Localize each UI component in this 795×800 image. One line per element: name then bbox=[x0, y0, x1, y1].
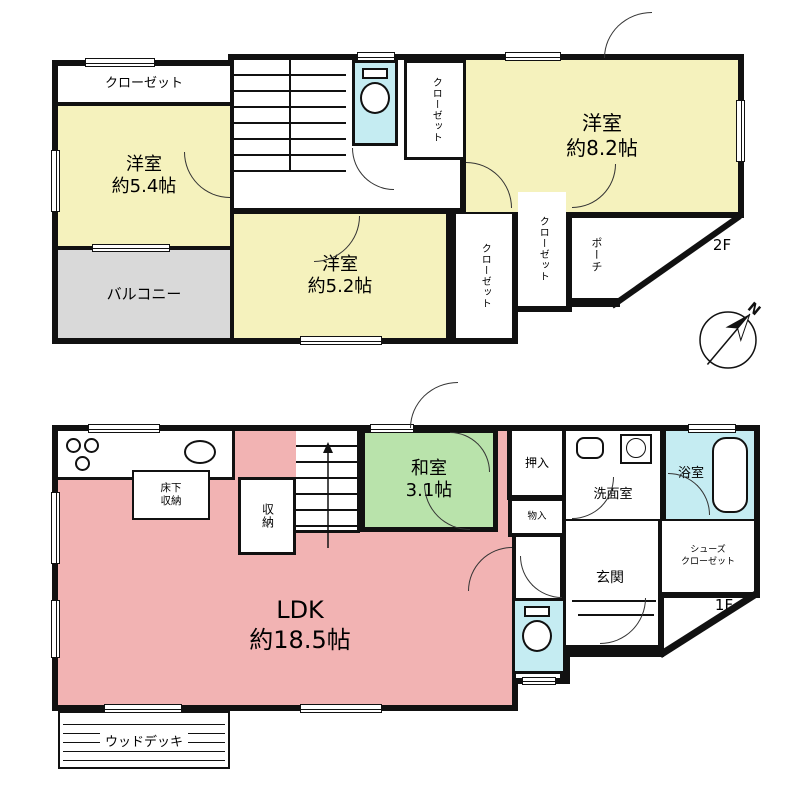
window-1f-ldk-bottom-left bbox=[104, 704, 182, 713]
storage-1f-label: 収納 bbox=[260, 503, 275, 529]
closet-2f-b-label: クローゼット bbox=[537, 216, 549, 282]
window-1f-ldk-left-lower bbox=[51, 600, 60, 658]
closet-2f-mid-label: クローゼット bbox=[430, 77, 442, 143]
oshiire-label: 押入 bbox=[524, 455, 549, 470]
washing-machine-drum-icon bbox=[626, 438, 646, 458]
floor-2f-label-text: 2F bbox=[712, 235, 732, 254]
diagonal-wall-2f bbox=[610, 213, 742, 309]
room-2f-west-5-4-label: 洋室 約5.4帖 bbox=[111, 153, 177, 198]
closet-2f-top: クローゼット bbox=[58, 66, 230, 102]
balcony-label: バルコニー bbox=[106, 284, 182, 303]
wood-deck-label: ウッドデッキ bbox=[99, 730, 188, 750]
kitchen-sink-icon bbox=[184, 440, 216, 464]
porch-2f: ポーチ bbox=[574, 212, 618, 298]
compass-needle-outline bbox=[737, 313, 751, 343]
stairs-2f-divider bbox=[289, 60, 291, 172]
shoes-closet-label: シューズ クローゼット bbox=[680, 545, 735, 567]
window-1f-ldk-left-upper bbox=[51, 492, 60, 564]
window-2f-room54-balcony bbox=[92, 244, 170, 252]
window-2f-room54-left bbox=[51, 150, 60, 212]
window-2f-room52-bottom bbox=[300, 336, 382, 345]
washroom-sink-icon bbox=[576, 437, 604, 459]
stove-burner-icon-2 bbox=[84, 438, 99, 453]
compass: N bbox=[699, 299, 763, 369]
closet-2f-a: クローゼット bbox=[456, 214, 512, 338]
closet-2f-b: クローゼット bbox=[518, 192, 566, 306]
ldk-label: LDK 約18.5帖 bbox=[249, 596, 351, 654]
toilet-1f-bowl-icon bbox=[522, 620, 552, 652]
door-arc-2f-room82-top bbox=[604, 12, 652, 58]
stairs-2f-left-treads bbox=[234, 60, 289, 172]
closet-2f-mid: クローゼット bbox=[404, 60, 466, 160]
porch-2f-step-wall bbox=[566, 298, 620, 307]
monoire-closet: 物入 bbox=[508, 497, 566, 537]
stairs-2f-right-treads bbox=[291, 60, 346, 172]
floor-1f-label: 1F bbox=[704, 594, 744, 616]
stairs-1f bbox=[296, 431, 360, 533]
balcony-2f: バルコニー bbox=[58, 250, 230, 338]
shoes-closet: シューズ クローゼット bbox=[662, 521, 754, 592]
window-1f-washitsu-top bbox=[370, 424, 414, 433]
stove-burner-icon-3 bbox=[75, 456, 90, 471]
wood-deck: ウッドデッキ bbox=[58, 711, 230, 769]
window-1f-ldk-bottom-right bbox=[300, 704, 382, 713]
window-2f-closet-top bbox=[85, 58, 155, 67]
window-2f-room82-top bbox=[505, 52, 561, 61]
compass-needle-filled bbox=[725, 313, 750, 329]
underfloor-storage-label: 床下 収納 bbox=[160, 481, 182, 507]
window-1f-kitchen-top bbox=[88, 424, 160, 433]
underfloor-storage: 床下 収納 bbox=[132, 470, 210, 520]
toilet-2f-tank-icon bbox=[362, 68, 388, 79]
closet-2f-top-label: クローゼット bbox=[104, 75, 183, 91]
toilet-1f-tank-icon bbox=[524, 606, 550, 617]
toilet-2f-bowl-icon bbox=[360, 82, 390, 114]
genkan-label: 玄関 bbox=[596, 570, 624, 587]
compass-north-label: N bbox=[744, 299, 763, 319]
monoire-label: 物入 bbox=[527, 511, 547, 523]
floor-1f-label-text: 1F bbox=[714, 595, 734, 614]
oshiire-closet: 押入 bbox=[507, 426, 567, 500]
closet-2f-a-label: クローゼット bbox=[479, 243, 491, 309]
window-2f-room82-right bbox=[736, 100, 745, 162]
door-arc-1f-top-entry bbox=[410, 382, 458, 428]
stove-burner-icon-1 bbox=[66, 438, 81, 453]
room-2f-east-8-2-label: 洋室 約8.2帖 bbox=[566, 111, 638, 160]
storage-1f: 収納 bbox=[238, 477, 296, 555]
compass-circle bbox=[699, 311, 757, 369]
window-1f-bath-top bbox=[688, 424, 736, 433]
porch-2f-label: ポーチ bbox=[589, 237, 603, 273]
ldk-label-area: LDK 約18.5帖 bbox=[170, 585, 430, 665]
window-2f-toilet-top bbox=[357, 52, 395, 61]
bathtub-icon bbox=[712, 437, 748, 513]
floor-2f-label: 2F bbox=[702, 234, 742, 256]
room-2f-south-5-2-label: 洋室 約5.2帖 bbox=[307, 253, 373, 298]
genkan-label-area: 玄関 bbox=[578, 566, 642, 592]
window-1f-toilet-bottom bbox=[522, 677, 556, 685]
